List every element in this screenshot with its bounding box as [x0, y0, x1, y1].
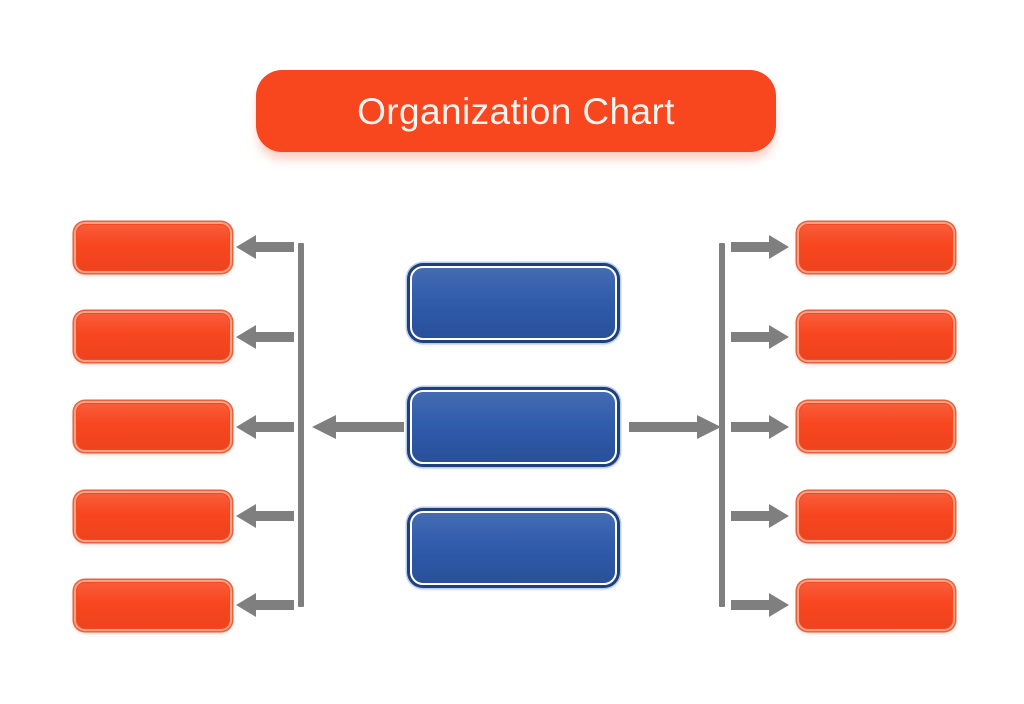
- right-arrow-5: [731, 592, 789, 618]
- center-node-1[interactable]: [410, 266, 617, 340]
- right-arrow-3: [731, 414, 789, 440]
- right-arrow-2: [731, 324, 789, 350]
- left-arrow-5: [236, 592, 294, 618]
- right-node-5[interactable]: [797, 580, 955, 631]
- right-spine-connector: [719, 243, 725, 607]
- left-arrow-2: [236, 324, 294, 350]
- main-left-arrow: [312, 414, 404, 440]
- left-node-3[interactable]: [74, 401, 232, 452]
- left-node-1[interactable]: [74, 222, 232, 273]
- right-node-1[interactable]: [797, 222, 955, 273]
- main-right-arrow: [629, 414, 721, 440]
- center-node-2[interactable]: [410, 390, 617, 464]
- left-arrow-4: [236, 503, 294, 529]
- left-node-4[interactable]: [74, 491, 232, 542]
- left-node-2[interactable]: [74, 311, 232, 362]
- right-node-3[interactable]: [797, 401, 955, 452]
- center-node-3[interactable]: [410, 511, 617, 585]
- left-node-5[interactable]: [74, 580, 232, 631]
- left-arrow-3: [236, 414, 294, 440]
- right-arrow-4: [731, 503, 789, 529]
- right-node-2[interactable]: [797, 311, 955, 362]
- right-node-4[interactable]: [797, 491, 955, 542]
- left-arrow-1: [236, 234, 294, 260]
- right-arrow-1: [731, 234, 789, 260]
- page-title: Organization Chart: [357, 90, 675, 132]
- left-spine-connector: [298, 243, 304, 607]
- chart-title-banner: Organization Chart: [256, 70, 776, 152]
